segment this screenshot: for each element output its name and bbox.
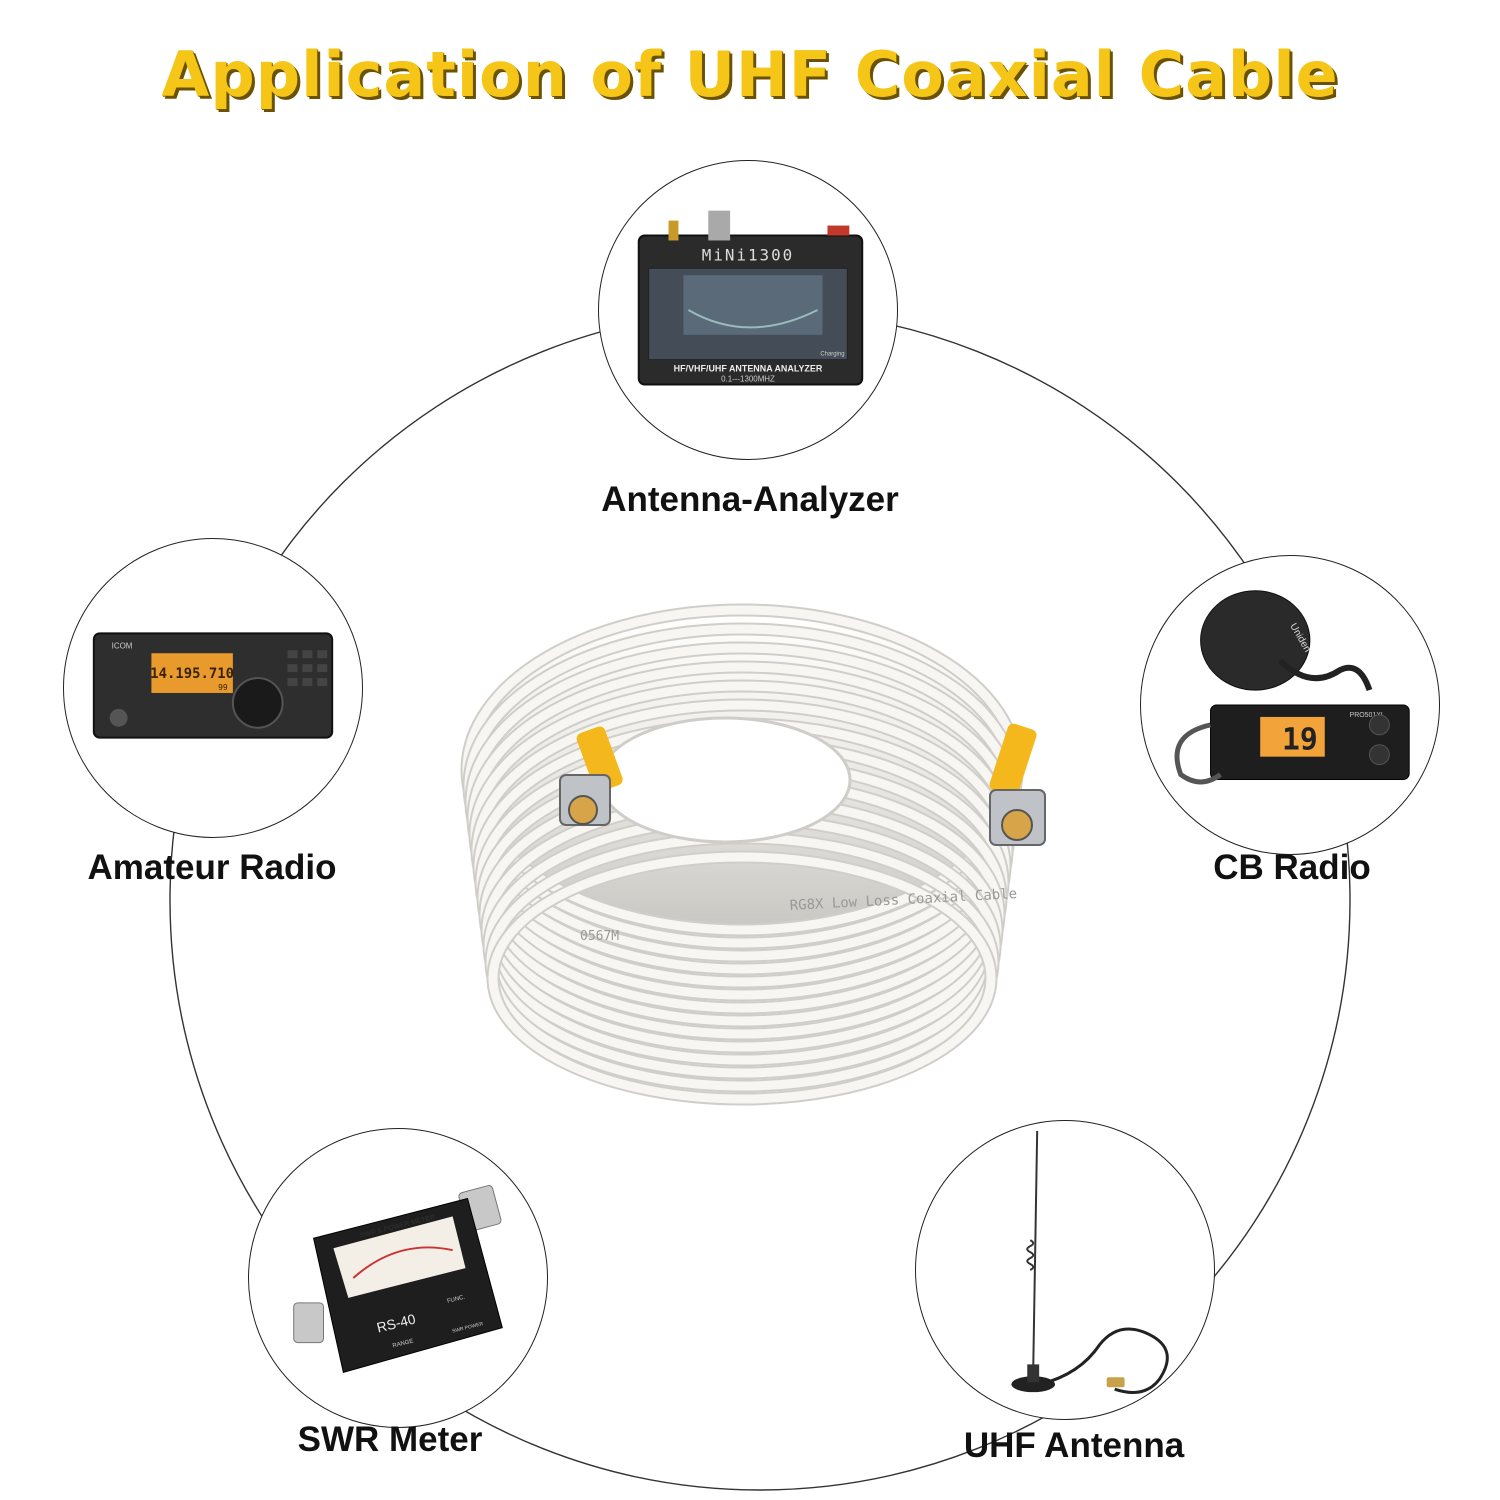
label-uhf-antenna: UHF Antenna <box>963 1426 1185 1465</box>
cb-radio-circle: Uniden 19 PRO501XL <box>1140 555 1440 855</box>
analyzer-caption-1: HF/VHF/UHF ANTENNA ANALYZER <box>674 364 823 374</box>
amateur-radio-circle: 14.195.710 99 ICOM <box>63 538 363 838</box>
amateur-radio-display: 14.195.710 <box>150 666 234 682</box>
cable-print-length: 0567M <box>580 929 619 944</box>
label-amateur-radio: Amateur Radio <box>87 848 337 887</box>
cb-radio-display: 19 <box>1282 723 1318 758</box>
label-swr-meter: SWR Meter <box>297 1420 483 1459</box>
swr-meter-image: SWR & POWER METER RS-40 FUNC. RANGE SWR … <box>293 1185 503 1373</box>
antenna-analyzer-circle: MiNi1300 HF/VHF/UHF ANTENNA ANALYZER 0.1… <box>598 160 898 460</box>
swr-meter-func: FUNC. <box>447 1294 466 1304</box>
uhf-antenna-circle <box>915 1120 1215 1420</box>
analyzer-status: Charging <box>820 352 844 358</box>
amateur-radio-display-sub: 99 <box>218 683 228 692</box>
cb-radio-image: Uniden 19 PRO501XL <box>1174 590 1410 785</box>
analyzer-screen-title: MiNi1300 <box>702 245 794 264</box>
analyzer-caption-2: 0.1---1300MHZ <box>721 375 775 384</box>
uhf-antenna-image <box>1011 1130 1169 1394</box>
coil-ring-highlight <box>488 852 996 1104</box>
label-antenna-analyzer: Antenna-Analyzer <box>601 480 899 519</box>
left-connector <box>559 726 623 826</box>
page-title: Application of UHF Coaxial Cable <box>161 38 1339 111</box>
antenna-analyzer-image: MiNi1300 HF/VHF/UHF ANTENNA ANALYZER 0.1… <box>637 210 864 386</box>
swr-meter-circle: SWR & POWER METER RS-40 FUNC. RANGE SWR … <box>248 1128 548 1428</box>
amateur-radio-brand: ICOM <box>112 641 133 650</box>
swr-meter-range: RANGE <box>392 1339 414 1350</box>
right-connector <box>989 723 1046 846</box>
label-cb-radio: CB Radio <box>1213 848 1371 887</box>
amateur-radio-image: 14.195.710 99 ICOM <box>92 632 334 739</box>
cb-radio-model: PRO501XL <box>1350 712 1385 719</box>
